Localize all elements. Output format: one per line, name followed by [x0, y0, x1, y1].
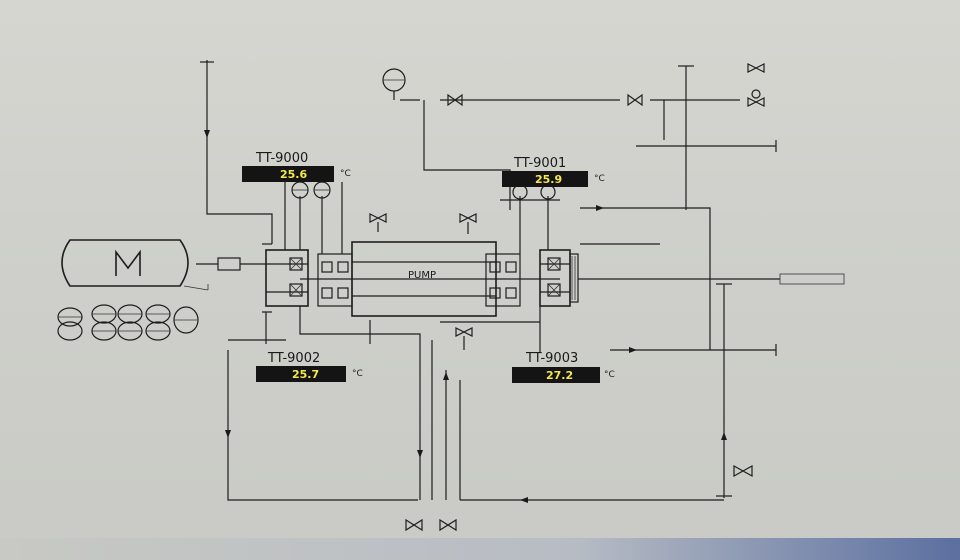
tt-9002-unit: °C [352, 369, 363, 379]
tt-9003-value-box [512, 367, 600, 383]
flow-arrow [596, 205, 604, 211]
flow-arrow [417, 450, 423, 458]
tt-9002-tag: TT-9002 [267, 351, 320, 366]
tt-9001-value: 25.9 [535, 173, 562, 186]
tt-9001-unit: °C [594, 174, 605, 184]
instrument-bubble[interactable] [382, 68, 406, 100]
flow-arrow [520, 497, 528, 503]
tt-9002-value: 25.7 [292, 368, 319, 381]
valve-icon[interactable] [627, 93, 643, 107]
flow-arrow [721, 432, 727, 440]
monitor-bezel [0, 538, 960, 560]
flow-arrow [443, 372, 449, 380]
valve-icon[interactable] [405, 518, 423, 532]
bearing-housing-right [485, 249, 579, 307]
flow-arrows [204, 130, 727, 503]
valve-icon[interactable] [439, 518, 457, 532]
instrument-bubble[interactable] [117, 321, 143, 341]
instrument-bubble[interactable] [313, 181, 331, 199]
tt-9003-display[interactable]: TT-9003 27.2 °C [512, 351, 615, 383]
instrument-bubble[interactable] [145, 304, 171, 324]
motor-instrument-bubbles [57, 304, 199, 341]
valve-icon[interactable] [747, 63, 765, 73]
valve-icon[interactable] [747, 89, 765, 107]
tt-9000-value: 25.6 [280, 168, 307, 181]
instrument-bubble[interactable] [57, 321, 83, 341]
pump-casing[interactable]: PUMP [300, 241, 560, 317]
flow-arrow [204, 130, 210, 138]
valve-icon[interactable] [447, 93, 463, 107]
tt-9000-display[interactable]: TT-9000 25.6 °C [242, 151, 351, 182]
motor-symbol[interactable] [61, 239, 266, 291]
pump-label: PUMP [408, 270, 436, 281]
flow-arrow [629, 347, 637, 353]
tt-9000-tag: TT-9000 [255, 151, 308, 166]
tt-9001-tag: TT-9001 [513, 156, 566, 171]
tt-9002-display[interactable]: TT-9002 25.7 °C [256, 351, 363, 382]
bearing-housing-left [262, 243, 353, 313]
instrument-bubble[interactable] [91, 304, 117, 324]
instrument-bubble[interactable] [145, 321, 171, 341]
instrument-bubble[interactable] [91, 321, 117, 341]
tt-9002-value-box [256, 366, 346, 382]
valve-icon[interactable] [455, 327, 473, 350]
tt-9001-value-box [502, 171, 588, 187]
piping [200, 60, 845, 501]
valve-icon[interactable] [733, 464, 753, 478]
tt-9001-display[interactable]: TT-9001 25.9 °C [502, 156, 605, 187]
tt-9003-tag: TT-9003 [525, 351, 578, 366]
tt-9000-value-box [242, 166, 334, 182]
valve-icon[interactable] [459, 213, 477, 234]
tt-9003-unit: °C [604, 370, 615, 380]
instrument-bubble[interactable] [57, 307, 83, 327]
valve-icon[interactable] [369, 213, 387, 232]
flow-arrow [225, 430, 231, 438]
tt-9003-value: 27.2 [546, 369, 573, 382]
instrument-bubble[interactable] [117, 304, 143, 324]
instrument-bubble[interactable] [173, 306, 199, 334]
tt-9000-unit: °C [340, 169, 351, 179]
instrument-bubble[interactable] [291, 181, 309, 199]
